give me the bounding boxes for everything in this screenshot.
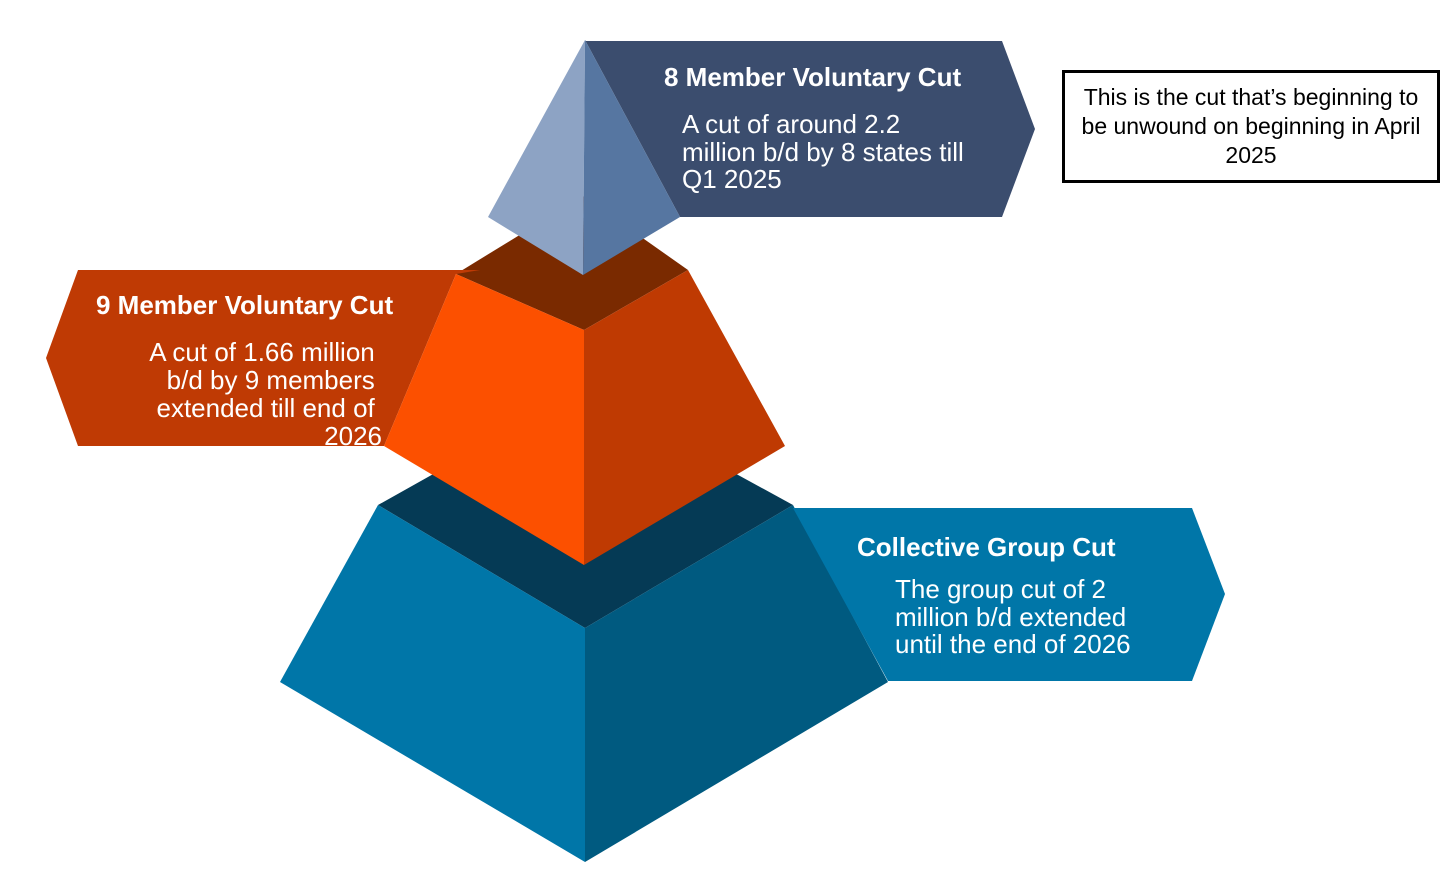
bottom-tier: Collective Group Cut The group cut of 2 … xyxy=(280,390,1225,862)
top-tier-left-face xyxy=(488,40,585,275)
bottom-tier-body: The group cut of 2 million b/d extended … xyxy=(895,574,1134,659)
bottom-tier-title: Collective Group Cut xyxy=(857,532,1116,562)
top-tier-right-face xyxy=(583,40,680,275)
bottom-tier-right-face xyxy=(585,505,888,862)
middle-tier-title: 9 Member Voluntary Cut xyxy=(96,290,393,320)
middle-tier-banner xyxy=(46,270,480,446)
top-tier-title: 8 Member Voluntary Cut xyxy=(664,62,961,92)
top-tier-body: A cut of around 2.2 million b/d by 8 sta… xyxy=(682,109,971,194)
top-tier: 8 Member Voluntary Cut A cut of around 2… xyxy=(488,40,1035,275)
middle-tier-left-face xyxy=(384,274,584,565)
top-tier-banner xyxy=(585,40,1035,217)
bottom-tier-banner xyxy=(793,508,1225,681)
annotation-box: This is the cut that’s beginning to be u… xyxy=(1062,70,1440,183)
middle-tier-right-face xyxy=(584,270,785,565)
middle-tier-body: A cut of 1.66 million b/d by 9 members e… xyxy=(149,337,382,451)
annotation-text: This is the cut that’s beginning to be u… xyxy=(1081,84,1421,168)
bottom-tier-left-face xyxy=(280,505,585,862)
